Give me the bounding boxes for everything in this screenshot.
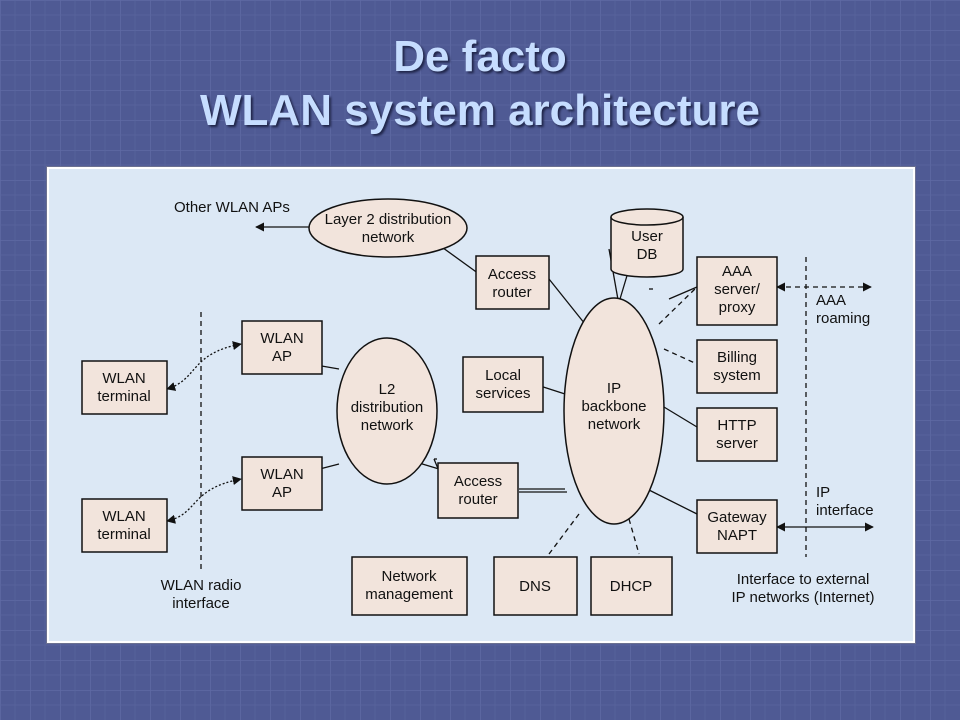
gateway-label-2: NAPT [717,527,757,544]
wlan-terminal-1-label-1: WLAN [102,370,145,387]
access-router-top-box [475,255,550,310]
http-server-label-1: HTTP [717,417,756,434]
wlan-ap-2-label-2: AP [272,484,292,501]
ip-interface-label-2: interface [816,502,874,519]
radio-interface-label-1: WLAN radio [161,577,242,594]
user-db [610,208,684,278]
gateway-label-1: Gateway [707,509,767,526]
wlan-terminal-1-box [81,360,168,415]
l2-distribution-center [336,337,438,485]
wlan-terminal-2-label-2: terminal [97,526,150,543]
network-mgmt-label-1: Network [381,568,437,585]
ip-interface-label-1: IP [816,484,830,501]
radio-link-1 [166,341,242,391]
l2-center-label-1: L2 [379,381,396,398]
dhcp-box [590,556,673,616]
other-aps-label: Other WLAN APs [174,199,290,216]
billing-label-1: Billing [717,349,757,366]
access-router-top-label-1: Access [488,266,536,283]
network-mgmt-label-2: management [365,586,453,603]
title-line-2: WLAN system architecture [200,86,760,135]
http-server-label-2: server [716,435,758,452]
local-services-label-2: services [475,385,530,402]
http-server-box [696,407,778,462]
wlan-terminal-1-label-2: terminal [97,388,150,405]
l2-distribution-top [308,198,468,258]
wlan-ap-1-box [241,320,323,375]
architecture-diagram: Other WLAN APs Layer 2 distribution netw… [81,198,875,616]
wlan-terminal-2-box [81,498,168,553]
aaa-server-label-3: proxy [719,299,756,316]
ip-backbone-label-3: network [588,416,641,433]
access-router-bottom-box [437,462,519,519]
dashed-connections [548,286,698,555]
ip-backbone-label-2: backbone [581,398,646,415]
ip-backbone [563,297,665,525]
title-line-1: De facto [393,32,567,81]
dns-box [493,556,578,616]
aaa-roaming-label-1: AAA [816,292,846,309]
wlan-terminal-2-label-1: WLAN [102,508,145,525]
l2-top-label-1: Layer 2 distribution [325,211,452,228]
wlan-ap-1-label-1: WLAN [260,330,303,347]
access-router-bottom-label-2: router [458,491,497,508]
access-router-top-label-2: router [492,284,531,301]
aaa-server-box [696,256,778,326]
aaa-server-label-2: server/ [714,281,761,298]
external-interface-label-2: IP networks (Internet) [731,589,874,606]
network-mgmt-box [351,556,468,616]
l2-center-label-3: network [361,417,414,434]
aaa-roaming-label-2: roaming [816,310,870,327]
radio-link-2 [166,476,242,524]
dns-label: DNS [519,578,551,595]
gateway-box [696,499,778,554]
billing-box [696,339,778,394]
l2-top-label-2: network [362,229,415,246]
access-router-bottom-label-1: Access [454,473,502,490]
wlan-ap-2-label-1: WLAN [260,466,303,483]
user-db-label-1: User [631,228,663,245]
l2-center-label-2: distribution [351,399,424,416]
local-services-box [462,356,544,413]
radio-interface-label-2: interface [172,595,230,612]
wlan-ap-2-box [241,456,323,511]
user-db-label-2: DB [637,246,658,263]
diagram-panel: Other WLAN APs Layer 2 distribution netw… [47,167,915,643]
slide-title: De facto WLAN system architecture [0,30,960,138]
external-interface-label-1: Interface to external [737,571,870,588]
ip-backbone-label-1: IP [607,380,621,397]
local-services-label-1: Local [485,367,521,384]
dhcp-label: DHCP [610,578,653,595]
boxes [81,255,778,616]
wlan-ap-1-label-2: AP [272,348,292,365]
billing-label-2: system [713,367,761,384]
aaa-server-label-1: AAA [722,263,752,280]
